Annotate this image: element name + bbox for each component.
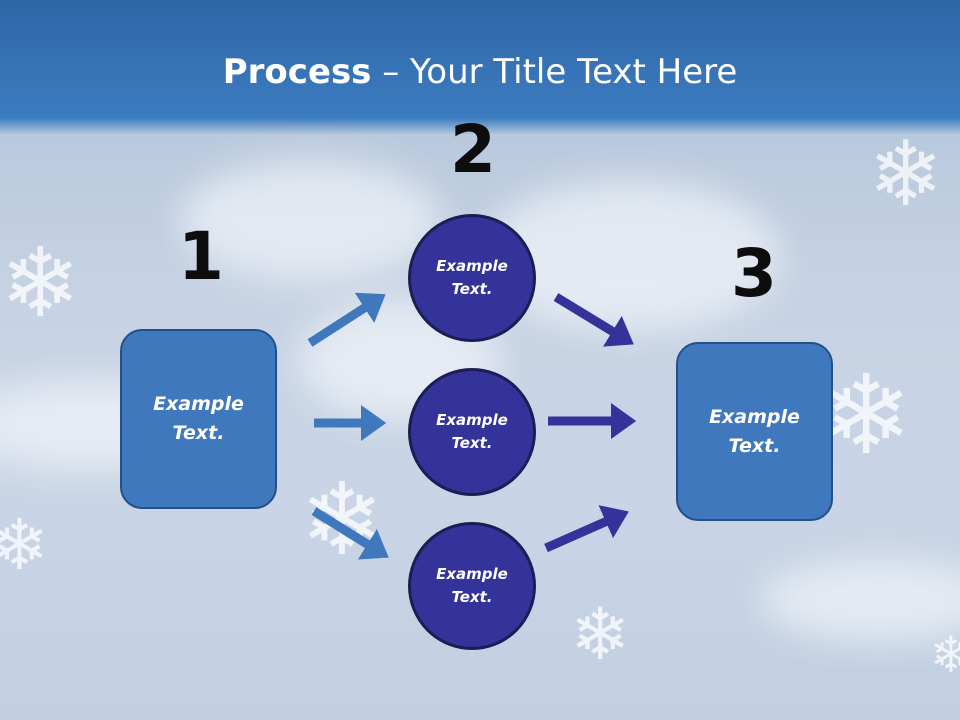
step-number-3: 3: [731, 235, 777, 312]
snowflake-icon: ❄: [820, 351, 913, 479]
step-number-1: 1: [178, 218, 224, 295]
step-2-circle-top: Example Text.: [408, 214, 536, 342]
snowflake-icon: ❄: [570, 592, 631, 676]
slide-title: Process – Your Title Text Here: [0, 52, 960, 92]
snowflake-icon: ❄: [0, 504, 49, 586]
arrow-1-to-2-bottom: [311, 507, 389, 560]
step-1-text: Example Text.: [153, 393, 244, 444]
step-2-circle-text: Example Text.: [436, 411, 508, 452]
step-2-circle-bottom: Example Text.: [408, 522, 536, 650]
arrow-2-top-to-3: [553, 293, 634, 347]
step-2-circle-text: Example Text.: [436, 565, 508, 606]
step-3-box: Example Text.: [676, 342, 833, 521]
snowflake-icon: ❄: [930, 626, 960, 684]
arrow-2-bottom-to-3: [544, 505, 629, 553]
background-cloud: [180, 160, 440, 280]
slide-title-bold: Process: [222, 52, 372, 92]
background-cloud: [760, 560, 960, 640]
step-1-box: Example Text.: [120, 329, 277, 509]
step-3-text: Example Text.: [709, 405, 800, 457]
snowflake-icon: ❄: [0, 227, 81, 339]
slide-title-rest: – Your Title Text Here: [371, 52, 738, 92]
step-2-circle-middle: Example Text.: [408, 368, 536, 496]
snowflake-icon: ❄: [868, 122, 944, 227]
step-number-2: 2: [450, 111, 496, 188]
arrow-1-to-2-top: [307, 292, 386, 347]
step-2-circle-text: Example Text.: [436, 257, 508, 298]
